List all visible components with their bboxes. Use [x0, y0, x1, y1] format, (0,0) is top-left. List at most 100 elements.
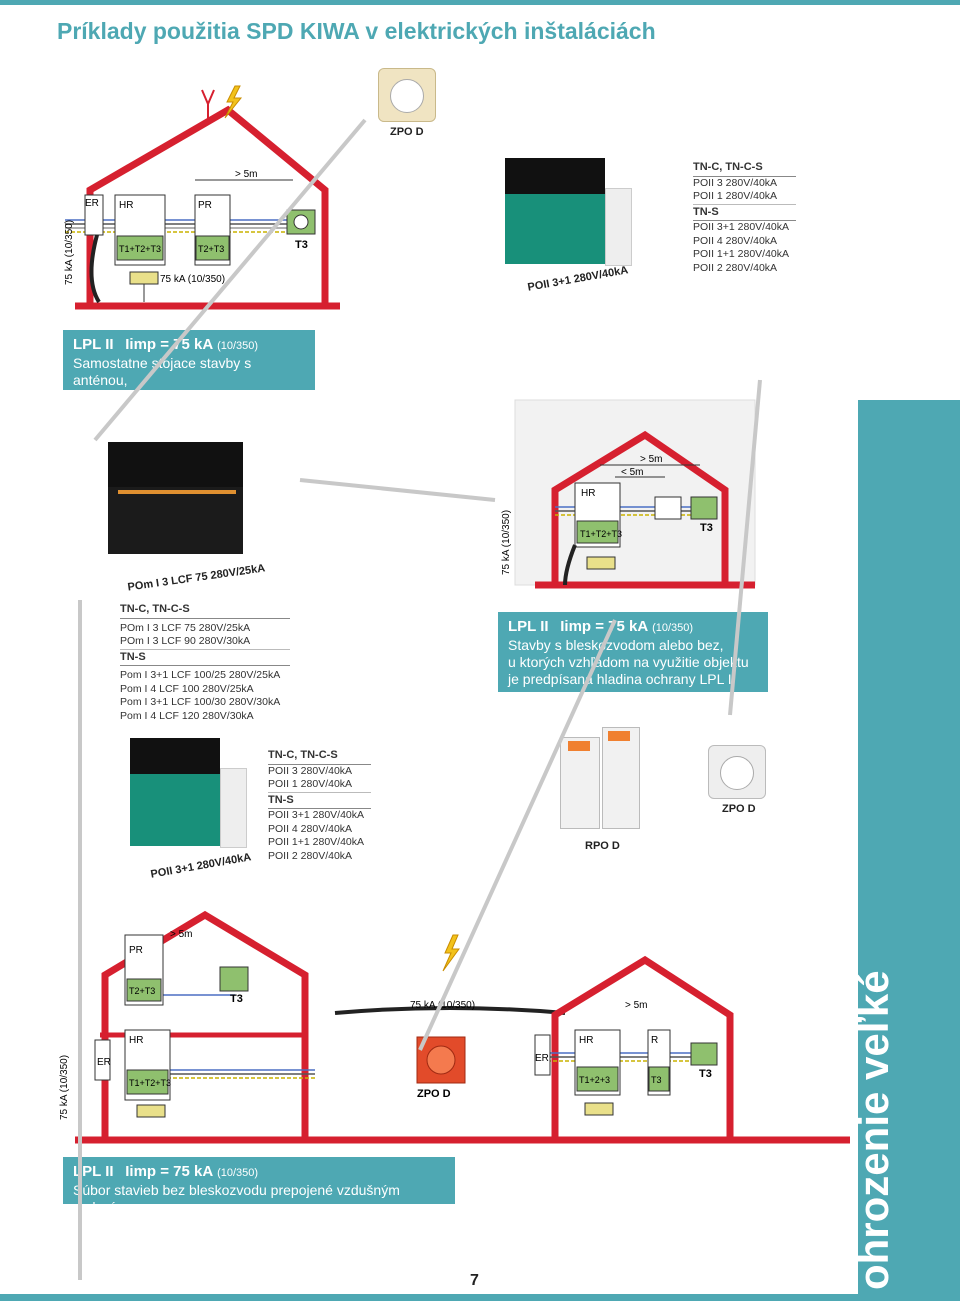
t3-socket-box-2	[690, 1042, 718, 1066]
spd-main-label: T1+T2+T3	[129, 1078, 171, 1088]
info-box-1: LPL II Iimp = 75 kA (10/350) Samostatne …	[63, 330, 315, 405]
box-text: Súbor stavieb bez bleskozvodu prepojené …	[73, 1182, 400, 1215]
hr2-label: HR	[579, 1035, 593, 1046]
spec-heading: TN-S	[120, 650, 290, 666]
spec-item: POII 3 280V/40kA	[693, 176, 778, 189]
lpl-label: LPL II	[508, 618, 549, 635]
current-label-bottom: 75 kA (10/350)	[160, 274, 225, 285]
terminal-block	[136, 1104, 166, 1118]
house-diagram-2: 75 kA (10/350) HR T1+T2+T3 T3 > 5m < 5m	[501, 399, 756, 589]
spec-item: POII 1+1 280V/40kA	[693, 248, 790, 260]
spec-heading: TN-C, TN-C-S	[120, 602, 290, 619]
spec-heading: TN-C, TN-C-S	[268, 748, 371, 765]
box-text: Stavby s bleskozvodom alebo bez,	[508, 637, 724, 653]
left-house-outline	[101, 910, 309, 1140]
spec-item: POII 4 280V/40kA	[268, 822, 353, 835]
product-1-image	[505, 158, 632, 268]
box-text: bleskozvodom, sol. článkami a pod.	[73, 389, 294, 405]
spd-main2-label: T1+2+3	[579, 1075, 610, 1085]
side-label: ohrozenie veľké	[850, 970, 897, 1290]
spec-table-3: TN-C, TN-C-S POII 3 280V/40kA POII 1 280…	[268, 748, 371, 863]
gt5-label: > 5m	[170, 929, 193, 940]
rpo-label: RPO D	[585, 840, 620, 852]
current-label-left: 75 kA (10/350)	[64, 220, 75, 285]
pr-label: PR	[198, 200, 212, 211]
current-label: 75 kA (10/350)	[501, 510, 512, 575]
lpl-label: LPL II	[73, 1163, 114, 1180]
er-label: ER	[97, 1057, 111, 1068]
spec-item: Pom I 3+1 LCF 100/30 280V/30kA	[120, 696, 281, 708]
spd-t2t3-box	[126, 978, 162, 1002]
spec-item: POII 3+1 280V/40kA	[693, 221, 790, 233]
pr-label: PR	[129, 945, 143, 956]
r-label: R	[651, 1035, 658, 1046]
spec-heading: TN-C, TN-C-S	[693, 160, 796, 177]
house-diagram-3: 75 kA (10/350) PR > 5m T2+T3 T3 ER HR T1…	[59, 910, 850, 1144]
product-1-label: POII 3+1 280V/40kA	[526, 264, 630, 294]
spd-r-label: T3	[651, 1075, 662, 1085]
spd-main-box-2	[576, 1066, 619, 1092]
spec-item: POII 1 280V/40kA	[693, 190, 796, 205]
side-accent-panel	[858, 400, 960, 1301]
spec-item: POm I 3 LCF 75 280V/25kA	[120, 621, 251, 634]
spd-main-label: T1+T2+T3	[119, 244, 161, 254]
box-text: u ktorých vzhľadom na využitie objektu	[508, 654, 749, 670]
zpo-mid-label: ZPO D	[722, 803, 756, 815]
spec-item: POII 1+1 280V/40kA	[268, 836, 365, 848]
socket-box	[654, 496, 682, 520]
spec-item: Pom I 4 LCF 120 280V/30kA	[120, 709, 254, 722]
info-box-2: LPL II Iimp = 75 kA (10/350) Stavby s bl…	[498, 612, 768, 692]
spd-sub-label: T2+T3	[129, 986, 155, 996]
spec-item: POII 2 280V/40kA	[693, 261, 778, 274]
terminal-block	[129, 271, 159, 285]
t3-socket-box	[219, 966, 249, 992]
spec-item: POII 3+1 280V/40kA	[268, 809, 365, 821]
info-box-3: LPL II Iimp = 75 kA (10/350) Súbor stavi…	[63, 1157, 455, 1215]
product-2-label: POm I 3 LCF 75 280V/25kA	[126, 562, 266, 594]
spec-item: Pom I 4 LCF 100 280V/25kA	[120, 682, 254, 695]
lt5-label: < 5m	[621, 467, 644, 478]
rpo-device-image	[560, 727, 640, 837]
bottom-accent-bar	[0, 1294, 960, 1301]
gt5-label: > 5m	[640, 454, 663, 465]
spec-item: Pom I 3+1 LCF 100/25 280V/25kA	[120, 669, 281, 681]
hr-label: HR	[581, 488, 595, 499]
imp-label: Iimp = 75 kA	[125, 1163, 214, 1180]
imp-label: Iimp = 75 kA	[560, 618, 649, 635]
box-text: je predpísaná hladina ochrany LPL II	[508, 671, 736, 687]
spd-label: T1+T2+T3	[580, 529, 622, 539]
current-label-mid: 75 kA (10/350)	[410, 1000, 475, 1011]
box-text: Samostatne stojace stavby s anténou,	[73, 355, 252, 388]
er-label: ER	[85, 198, 99, 209]
imp-label: Iimp = 75 kA	[125, 336, 214, 353]
socket-icon	[293, 214, 309, 230]
wave-label: (10/350)	[217, 1167, 259, 1179]
product-3-image	[130, 738, 247, 848]
t3-label: T3	[230, 993, 243, 1005]
earthing-cable	[563, 544, 577, 586]
distance-label: > 5m	[235, 169, 258, 180]
product-2-image	[108, 442, 243, 554]
building-background	[514, 399, 756, 586]
spec-item: POm I 3 LCF 90 280V/30kA	[120, 635, 290, 650]
wave-label: (10/350)	[217, 340, 259, 352]
page-title: Príklady použitia SPD KIWA v elektrickýc…	[57, 18, 656, 44]
spd-r-box	[648, 1066, 670, 1092]
page-number: 7	[470, 1272, 479, 1289]
er-box	[94, 1039, 111, 1081]
zpo-socket-image-2	[708, 745, 766, 799]
zpo-socket-image	[378, 68, 436, 122]
t3-label: T3	[295, 239, 308, 251]
hr-label: HR	[129, 1035, 143, 1046]
spd-sub-label: T2+T3	[198, 244, 224, 254]
zpo-top-label: ZPO D	[390, 126, 424, 138]
spd-box	[576, 520, 619, 544]
spec-heading: TN-S	[268, 793, 371, 809]
hr-label: HR	[119, 200, 133, 211]
top-accent-bar	[0, 0, 960, 5]
gt5b-label: > 5m	[625, 1000, 648, 1011]
spec-item: POII 1 280V/40kA	[268, 778, 371, 793]
er2-label: ER	[535, 1053, 549, 1064]
terminal-block-2	[584, 1102, 614, 1116]
t3-box	[690, 496, 718, 520]
